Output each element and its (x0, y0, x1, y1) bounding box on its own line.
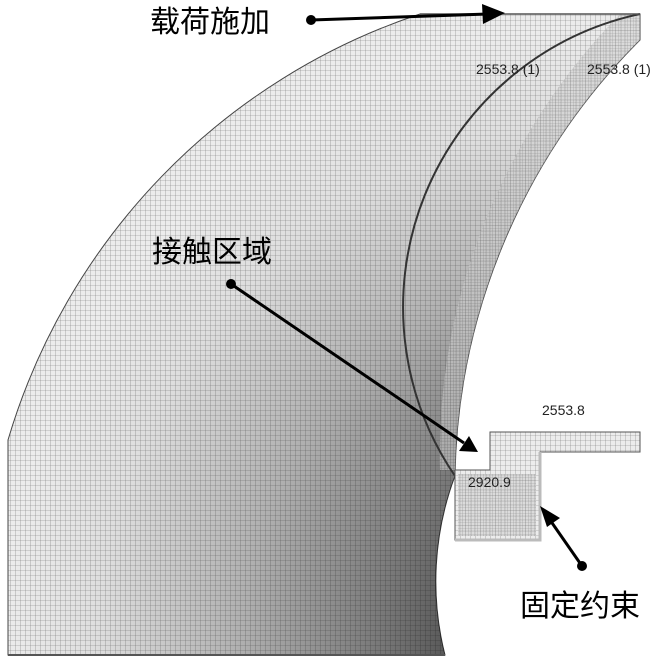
label-contact: 接触区域 (152, 235, 272, 270)
value-label-bracket: 2553.8 (542, 402, 585, 418)
fixed-bracket (454, 431, 641, 542)
fixed-arrowhead-icon (540, 506, 560, 527)
contact-arrow-line (230, 282, 465, 445)
contact-arrowhead-icon (459, 436, 478, 452)
load-annotation: 载荷施加 (150, 4, 505, 40)
label-load: 载荷施加 (150, 5, 270, 40)
value-label-top-left: 2553.8 (1) (476, 61, 540, 77)
load-arrow-line (310, 12, 489, 22)
contact-annotation: 接触区域 (152, 235, 478, 452)
fixed-arrow-line (548, 519, 584, 567)
load-arrowhead-icon (482, 4, 505, 24)
value-label-contact: 2920.9 (468, 474, 511, 490)
value-label-top-right: 2553.8 (1) (587, 61, 651, 77)
fixed-annotation: 固定约束 (520, 506, 640, 624)
label-fixed: 固定约束 (520, 589, 640, 624)
